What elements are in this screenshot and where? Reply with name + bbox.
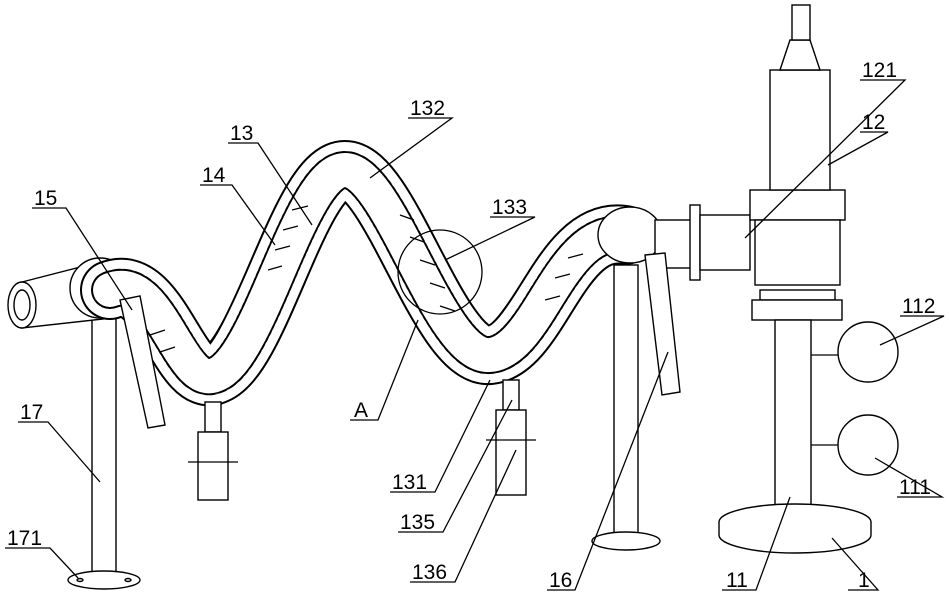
label-136: 136 — [412, 561, 447, 584]
label-131: 131 — [392, 471, 427, 494]
label-135: 135 — [400, 511, 435, 534]
gauge-111 — [811, 415, 898, 475]
label-A: A — [354, 399, 368, 422]
safety-valve — [750, 5, 845, 320]
middle-drain — [486, 380, 536, 495]
label-112: 112 — [902, 295, 935, 318]
label-171: 171 — [7, 527, 42, 550]
left-drain — [188, 402, 238, 500]
label-16: 16 — [549, 569, 572, 592]
label-111: 111 — [899, 476, 931, 499]
label-11: 11 — [726, 569, 748, 592]
label-1: 1 — [858, 569, 870, 592]
label-15: 15 — [34, 187, 57, 210]
wavy-pipe — [110, 170, 625, 376]
label-14: 14 — [202, 164, 226, 187]
label-12: 12 — [862, 111, 885, 134]
label-132: 132 — [410, 97, 445, 120]
label-17: 17 — [20, 401, 43, 424]
gauge-112 — [811, 322, 898, 382]
side-pipe-16 — [645, 253, 680, 395]
middle-support-pole — [592, 265, 660, 550]
label-13: 13 — [230, 122, 253, 145]
label-133: 133 — [492, 196, 527, 219]
label-121: 121 — [862, 59, 897, 82]
